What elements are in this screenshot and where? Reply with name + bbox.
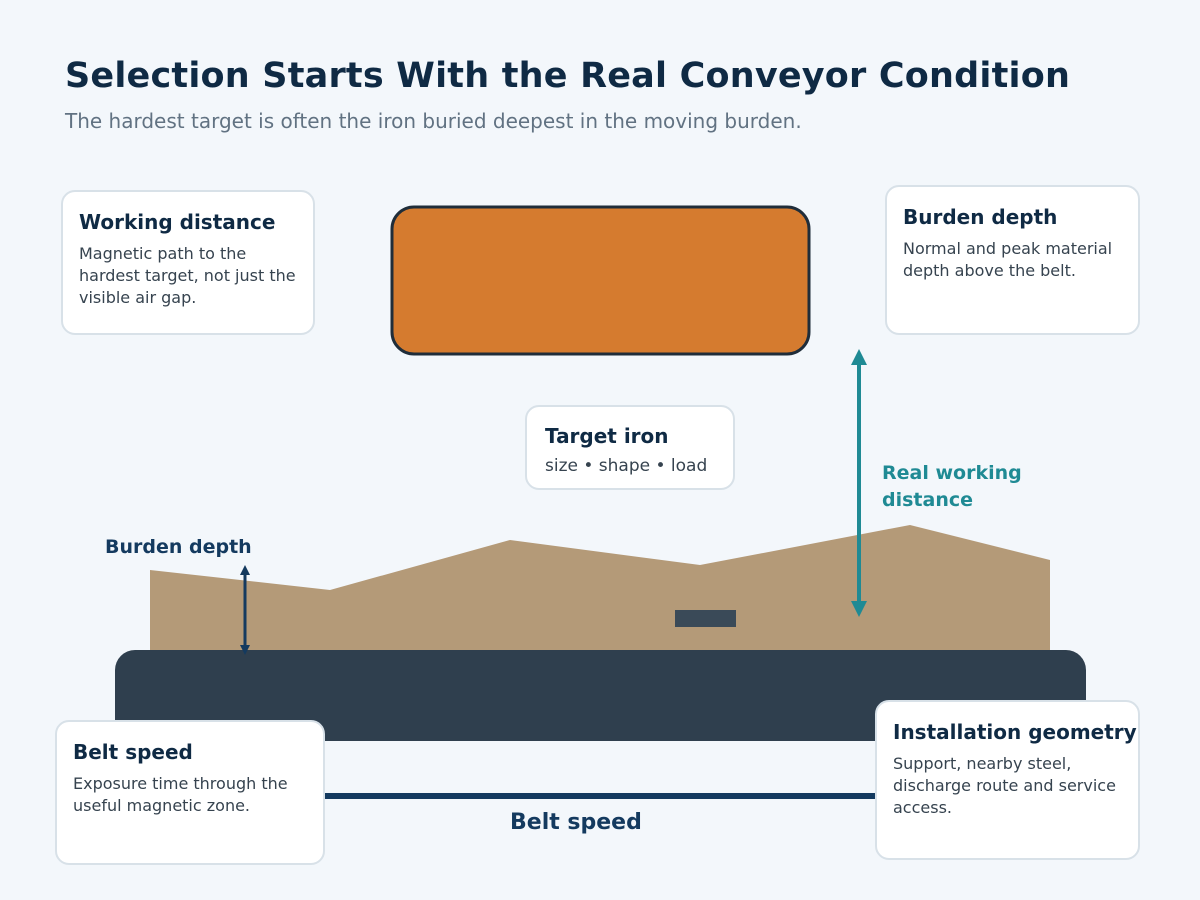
card-title: Burden depth (903, 205, 1058, 229)
card-body: size • shape • load (545, 456, 708, 476)
tramp-iron (675, 610, 736, 627)
belt-speed-card: Belt speed Exposure time through the use… (55, 720, 325, 865)
burden-depth-label: Burden depth (105, 536, 252, 558)
burden-depth-card: Burden depth Normal and peak material de… (885, 185, 1140, 335)
installation-geometry-card: Installation geometry Support, nearby st… (875, 700, 1140, 860)
real-working-distance-label: Real working distance (882, 462, 1022, 511)
card-title: Target iron (545, 424, 669, 448)
magnet-block (390, 205, 811, 356)
card-body: Magnetic path to the hardest target, not… (79, 244, 296, 307)
card-title: Belt speed (73, 740, 193, 764)
page-title: Selection Starts With the Real Conveyor … (65, 56, 1071, 96)
working-distance-card: Working distance Magnetic path to the ha… (61, 190, 315, 335)
page-subtitle: The hardest target is often the iron bur… (65, 109, 802, 133)
card-body: Support, nearby steel, discharge route a… (893, 754, 1116, 817)
target-iron-card: Target iron size • shape • load (525, 405, 735, 490)
card-body: Normal and peak material depth above the… (903, 239, 1113, 280)
conveyor-belt (115, 650, 1086, 741)
card-title: Installation geometry (893, 720, 1137, 744)
card-body: Exposure time through the useful magneti… (73, 774, 288, 815)
card-title: Working distance (79, 210, 276, 234)
belt-speed-label: Belt speed (510, 810, 642, 835)
burden-material (150, 525, 1050, 652)
